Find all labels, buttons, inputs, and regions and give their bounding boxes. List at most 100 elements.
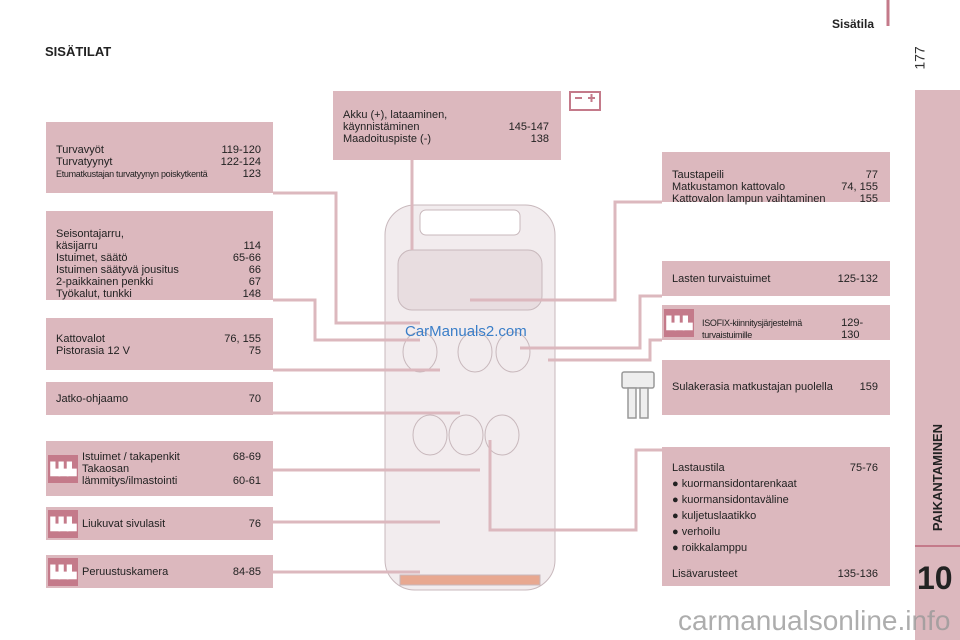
entry-row: Matkustamon kattovalo 74, 155 — [672, 181, 878, 193]
page-reference[interactable]: 77 — [865, 169, 878, 181]
page-reference[interactable]: 84-85 — [232, 566, 261, 578]
seat-icon: ▙▙▙ — [664, 308, 694, 337]
connector-lines — [273, 160, 662, 574]
entry-row: Istuimet / takapenkit 68-69 — [82, 451, 261, 463]
page-reference[interactable]: 155 — [859, 193, 878, 205]
page-reference[interactable]: 125-132 — [837, 273, 878, 285]
chapter-number: 10 — [917, 560, 953, 596]
page-reference[interactable]: 66 — [248, 264, 261, 276]
entry-row: ● kuormansidontaväline — [672, 494, 878, 506]
seat-icon: ▙▙▙ — [48, 557, 78, 586]
entry-row: Takaosan — [82, 463, 261, 475]
page-reference[interactable]: 76 — [248, 518, 261, 530]
entry-label: ● kuormansidontarenkaat — [672, 478, 797, 490]
entry-row: Turvavyöt 119-120 — [56, 144, 261, 156]
entry-row: ● verhoilu — [672, 526, 878, 538]
entry-row: Taustapeili 77 — [672, 169, 878, 181]
page-reference[interactable]: 60-61 — [232, 475, 261, 487]
entry-label: Taustapeili — [672, 169, 724, 181]
entry-label: ● kuormansidontaväline — [672, 494, 789, 506]
chapter-sidebar: PAIKANTAMINEN 10 — [915, 90, 960, 640]
entry-label: Jatko-ohjaamo — [56, 393, 129, 405]
page-reference[interactable]: 75 — [248, 345, 261, 357]
page-reference[interactable]: 75-76 — [849, 462, 878, 474]
entry-label: Istuimet / takapenkit — [82, 451, 180, 463]
entry-label: Turvavyöt — [56, 144, 104, 156]
entry-row: Etumatkustajan turvatyynyn poiskytkentä 1… — [56, 168, 261, 180]
entry-label: Istuimen säätyvä jousitus — [56, 264, 179, 276]
seat-icon: ▙▙▙ — [48, 454, 78, 483]
entry-row: 2-paikkainen penkki 67 — [56, 276, 261, 288]
entry-row: käsijarru 114 — [56, 240, 261, 252]
page-reference[interactable]: 74, 155 — [841, 181, 878, 193]
page-reference[interactable]: 159 — [859, 381, 878, 393]
entry-label: Lastaustila — [672, 462, 725, 474]
entry-label: käsijarru — [56, 240, 98, 252]
entry-row: ● roikkalamppu — [672, 542, 878, 554]
entry-label: Akku (+), lataaminen, — [343, 109, 448, 121]
watermark-carmanuals2: CarManuals2.com — [405, 323, 527, 340]
entry-row: Kattovalot 76, 155 — [56, 333, 261, 345]
entry-row: Istuimet, säätö 65-66 — [56, 252, 261, 264]
entry-label: Kattovalon lampun vaihtaminen — [672, 193, 826, 205]
entry-row: Pistorasia 12 V 75 — [56, 345, 261, 357]
chapter-label: PAIKANTAMINEN — [930, 423, 945, 532]
watermark-carmanualsonline: carmanualsonline.info — [678, 605, 951, 636]
entry-label: Pistorasia 12 V — [56, 345, 130, 357]
page-reference[interactable]: 122-124 — [220, 156, 261, 168]
entry-label: Etumatkustajan turvatyynyn poiskytkentä — [56, 169, 208, 179]
page-reference[interactable]: 67 — [248, 276, 261, 288]
entry-row: Akku (+), lataaminen, — [343, 109, 549, 121]
entry-label: Istuimet, säätö — [56, 252, 128, 264]
entry-row: Sulakerasia matkustajan puolella 159 — [672, 381, 878, 393]
page-reference[interactable]: 135-136 — [837, 568, 878, 580]
page-reference[interactable]: 138 — [530, 133, 549, 145]
page-reference[interactable]: 76, 155 — [224, 333, 261, 345]
entry-label: ● verhoilu — [672, 526, 721, 538]
entry-row: Kattovalon lampun vaihtaminen 155 — [672, 193, 878, 205]
entry-row: ISOFIX-kiinnitysjärjestelmä turvaistuimi… — [702, 317, 878, 341]
entry-row: Jatko-ohjaamo 70 — [56, 393, 261, 405]
entry-label: Lisävarusteet — [672, 568, 738, 580]
entry-label: Sulakerasia matkustajan puolella — [672, 381, 833, 393]
page-reference[interactable]: 123 — [242, 168, 261, 180]
page-reference[interactable]: 129-130 — [841, 317, 864, 341]
entry-label: 2-paikkainen penkki — [56, 276, 154, 288]
entry-row: Seisontajarru, — [56, 228, 261, 240]
page-reference[interactable]: 148 — [242, 288, 261, 300]
right-boxe-2: ▙▙▙ ISOFIX-kiinnitysjärjestelmä turvaistu… — [662, 305, 890, 341]
entry-label: Turvatyynyt — [56, 156, 113, 168]
page-reference[interactable]: 145-147 — [508, 121, 549, 133]
seat-icon: ▙▙▙ — [48, 509, 78, 538]
right-boxe-4: Lastaustila 75-76 ● kuormansidontarenkaat ●… — [662, 447, 890, 586]
page-number: 177 — [911, 46, 928, 70]
page-reference[interactable]: 70 — [248, 393, 261, 405]
page-reference[interactable]: 114 — [243, 240, 261, 252]
page-reference[interactable]: 68-69 — [232, 451, 261, 463]
entry-label: Kattovalot — [56, 333, 105, 345]
left-boxe-6: ▙▙▙ Peruustuskamera 84-85 — [46, 555, 273, 588]
entry-label: ● roikkalamppu — [672, 542, 748, 554]
fuse-icon — [621, 371, 655, 419]
page-reference[interactable]: 65-66 — [232, 252, 261, 264]
entry-label: Matkustamon kattovalo — [672, 181, 786, 193]
page-reference[interactable]: 119-120 — [221, 144, 261, 156]
entry-row: Istuimen säätyvä jousitus 66 — [56, 264, 261, 276]
entry-label: Peruustuskamera — [82, 566, 169, 578]
entry-row: ● kuormansidontarenkaat — [672, 478, 878, 490]
right-boxe-3: Sulakerasia matkustajan puolella 159 — [662, 360, 890, 415]
entry-label: Seisontajarru, — [56, 228, 124, 240]
entry-row: Lastaustila 75-76 — [672, 462, 878, 474]
